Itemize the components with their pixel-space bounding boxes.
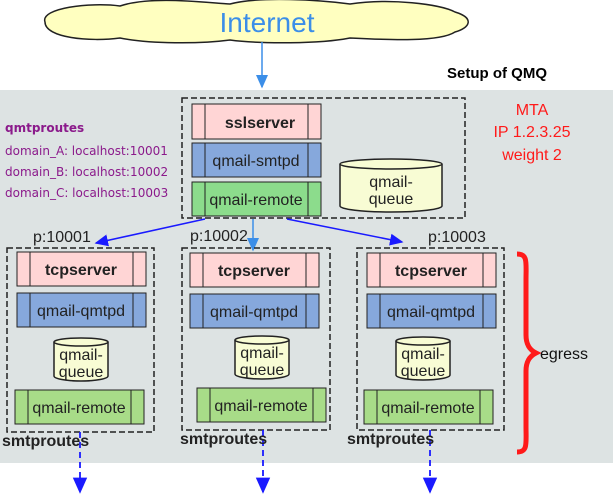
tcpserver-process-label: tcpserver bbox=[45, 262, 117, 279]
qmail-remote-process-label: qmail-remote bbox=[214, 398, 307, 415]
qmtproutes: qmtproutes domain_A: localhost:10001 dom… bbox=[5, 121, 168, 200]
qmail-queue-cylinder: qmail-queue bbox=[234, 335, 290, 380]
qmail-queue-cylinder: qmail-queue bbox=[395, 336, 451, 381]
qmail-qmtpd-process: qmail-qmtpd bbox=[366, 293, 497, 329]
svg-text:qmail-: qmail- bbox=[369, 174, 413, 191]
node-boundary bbox=[6, 247, 155, 433]
svg-text:queue: queue bbox=[401, 363, 446, 380]
egress-node-1: p:10001tcpserverqmail-qmtpdqmail-queueqm… bbox=[2, 229, 155, 494]
svg-text:domain_C: localhost:10003: domain_C: localhost:10003 bbox=[5, 186, 168, 200]
qmail-smtpd-process: qmail-smtpd bbox=[191, 142, 322, 178]
egress-node-3: p:10003tcpserverqmail-qmtpdqmail-queueqm… bbox=[347, 229, 505, 494]
svg-text:IP 1.2.3.25: IP 1.2.3.25 bbox=[493, 124, 570, 141]
route-arrow-c bbox=[286, 218, 404, 246]
qmail-remote-process: qmail-remote bbox=[363, 389, 494, 425]
node-boundary bbox=[356, 247, 505, 431]
smtproutes-label: smtproutes bbox=[2, 433, 89, 450]
svg-text:qmail-: qmail- bbox=[401, 346, 445, 363]
tcpserver-process-label: tcpserver bbox=[395, 263, 467, 280]
svg-text:weight 2: weight 2 bbox=[501, 147, 562, 164]
egress-label: egress bbox=[540, 346, 588, 363]
qmail-qmtpd-process-label: qmail-qmtpd bbox=[210, 304, 298, 321]
svg-text:qmtproutes: qmtproutes bbox=[5, 121, 84, 135]
svg-text:domain_A: localhost:10001: domain_A: localhost:10001 bbox=[5, 144, 168, 158]
diagram-title: Setup of QMQ bbox=[447, 65, 547, 82]
smtproutes-label: smtproutes bbox=[180, 431, 267, 448]
qmail-qmtpd-process-label: qmail-qmtpd bbox=[37, 303, 125, 320]
svg-text:qmail-: qmail- bbox=[240, 345, 284, 362]
qmail-qmtpd-process-label: qmail-qmtpd bbox=[387, 304, 475, 321]
egress-brace bbox=[516, 251, 542, 455]
qmail-qmtpd-process: qmail-qmtpd bbox=[189, 293, 320, 329]
port-label: p:10003 bbox=[428, 229, 486, 246]
qmail-queue-cylinder: qmail- queue bbox=[339, 158, 443, 213]
svg-text:qmail-: qmail- bbox=[59, 347, 103, 364]
qmail-remote-process-label: qmail-remote bbox=[381, 400, 474, 417]
tcpserver-process: tcpserver bbox=[189, 252, 320, 288]
sslserver-process: sslserver bbox=[191, 103, 322, 140]
svg-text:queue: queue bbox=[369, 191, 414, 208]
qmail-remote-process: qmail-remote bbox=[191, 181, 322, 217]
tcpserver-process: tcpserver bbox=[366, 252, 497, 288]
egress-node-2: p:10002tcpserverqmail-qmtpdqmail-queueqm… bbox=[180, 228, 331, 494]
svg-text:domain_B: localhost:10002: domain_B: localhost:10002 bbox=[5, 165, 168, 179]
svg-text:MTA: MTA bbox=[516, 102, 549, 119]
node-boundary bbox=[181, 247, 331, 431]
smtproutes-label: smtproutes bbox=[347, 431, 434, 448]
qmail-queue-cylinder: qmail-queue bbox=[53, 337, 109, 382]
qmail-qmtpd-process: qmail-qmtpd bbox=[16, 292, 147, 328]
route-arrow-a bbox=[94, 218, 206, 247]
qmail-remote-process-label: qmail-remote bbox=[32, 400, 125, 417]
internet-cloud: Internet bbox=[44, 0, 469, 44]
mta-info: MTA IP 1.2.3.25 weight 2 bbox=[493, 102, 570, 164]
svg-text:queue: queue bbox=[240, 362, 285, 379]
qmail-remote-process: qmail-remote bbox=[14, 389, 145, 425]
port-label: p:10002 bbox=[190, 228, 248, 245]
internet-label: Internet bbox=[220, 7, 315, 38]
tcpserver-process: tcpserver bbox=[16, 251, 147, 287]
qmail-remote-process: qmail-remote bbox=[196, 387, 327, 423]
svg-text:qmail-smtpd: qmail-smtpd bbox=[212, 153, 299, 170]
tcpserver-process-label: tcpserver bbox=[218, 263, 290, 280]
mta-front-box: sslserver qmail-smtpd qmail-remote qmail… bbox=[181, 97, 466, 219]
svg-text:queue: queue bbox=[59, 364, 104, 381]
port-label: p:10001 bbox=[33, 229, 91, 246]
svg-text:sslserver: sslserver bbox=[225, 115, 295, 132]
svg-text:qmail-remote: qmail-remote bbox=[209, 192, 302, 209]
